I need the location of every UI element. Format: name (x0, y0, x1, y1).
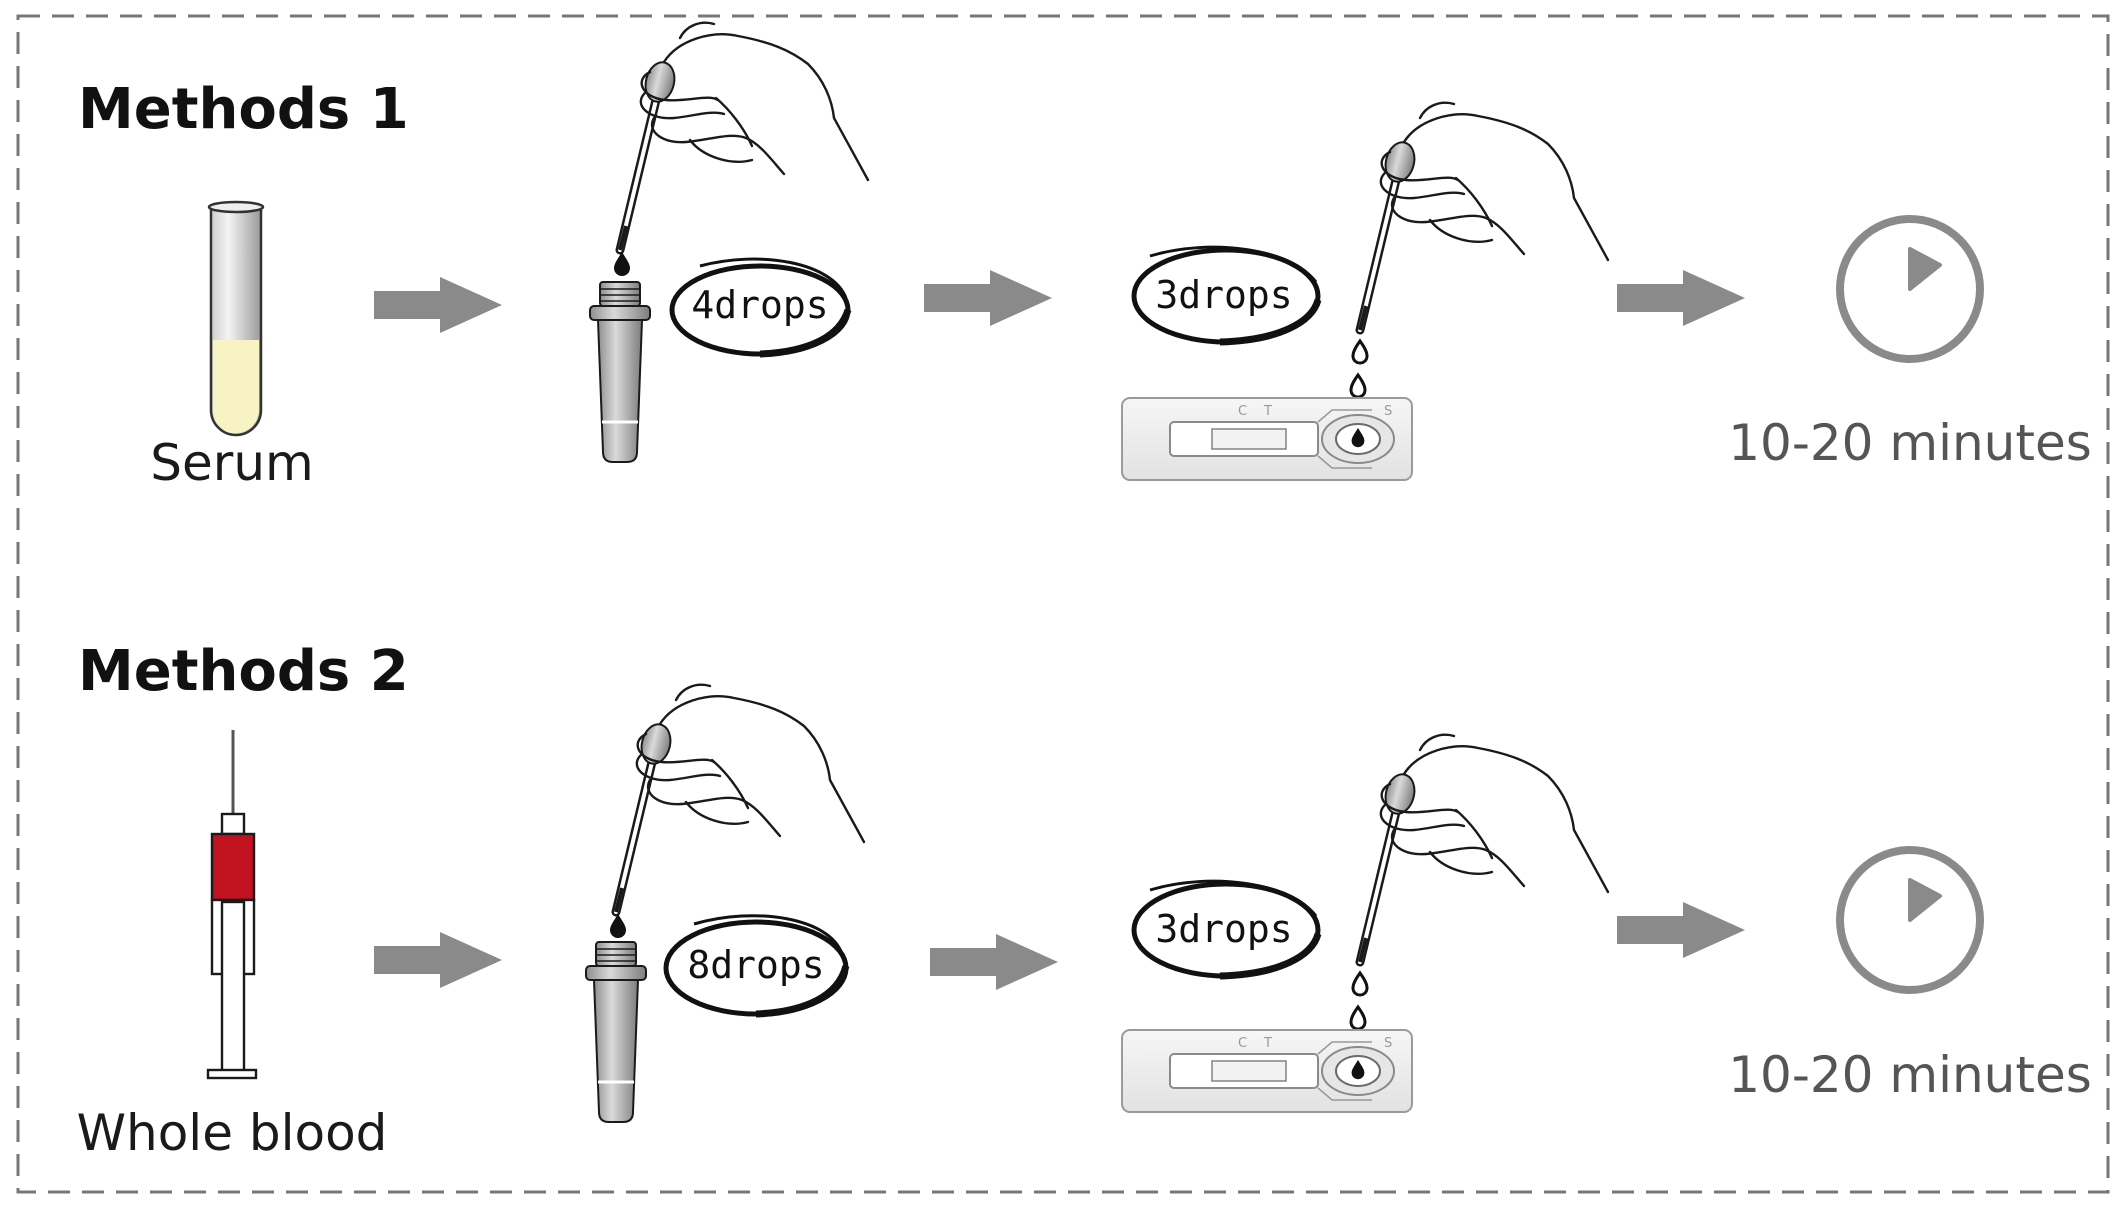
cassette-c-mark: C (1238, 1036, 1247, 1051)
drops-label: 4drops (691, 283, 828, 327)
cassette-t-mark: T (1263, 404, 1272, 419)
test-cassette-icon: C T S (1121, 1029, 1413, 1113)
method-1-heading: Methods 1 (78, 77, 409, 142)
dropper-hand-icon (1360, 735, 1608, 962)
dropper-hand-icon (620, 23, 868, 250)
cassette-s-mark: S (1384, 1036, 1392, 1051)
arrow-right-icon (374, 277, 502, 333)
method-2-row: Methods 2 Whole blood 8drops (77, 639, 2092, 1162)
timer-icon (1840, 850, 1980, 990)
cassette-s-mark: S (1384, 404, 1392, 419)
dropper-hand-icon (1360, 103, 1608, 330)
dashed-frame (16, 14, 2110, 1194)
drop-icon (610, 914, 626, 938)
sample-label-whole-blood: Whole blood (77, 1104, 388, 1162)
drop-icon (1349, 373, 1367, 399)
drops-badge-2: 3drops (1131, 245, 1322, 346)
buffer-tube-icon (588, 280, 652, 464)
method-1-row: Methods 1 Serum 4drops 3drops (78, 23, 2092, 492)
dropper-hand-icon (616, 685, 864, 912)
arrow-right-icon (374, 932, 502, 988)
drops-badge-3: 8drops (663, 914, 850, 1018)
drop-icon (1351, 339, 1369, 365)
arrow-right-icon (930, 934, 1058, 990)
buffer-tube-icon (584, 940, 648, 1124)
method-2-heading: Methods 2 (78, 639, 409, 704)
cassette-t-mark: T (1263, 1036, 1272, 1051)
cassette-c-mark: C (1238, 404, 1247, 419)
drops-label: 3drops (1155, 273, 1292, 317)
arrow-right-icon (1617, 902, 1745, 958)
test-tube-icon (207, 200, 265, 437)
time-label: 10-20 minutes (1728, 414, 2092, 472)
drops-badge-4: 3drops (1131, 879, 1322, 980)
test-cassette-icon: C T S (1121, 397, 1413, 481)
arrow-right-icon (924, 270, 1052, 326)
drop-icon (614, 252, 630, 276)
drops-label: 3drops (1155, 907, 1292, 951)
drops-badge-1: 4drops (669, 257, 852, 358)
timer-icon (1840, 219, 1980, 359)
syringe-icon (206, 730, 258, 1080)
drop-icon (1349, 1005, 1367, 1031)
sample-label-serum: Serum (150, 434, 313, 492)
time-label: 10-20 minutes (1728, 1046, 2092, 1104)
arrow-right-icon (1617, 270, 1745, 326)
drop-icon (1351, 971, 1369, 997)
drops-label: 8drops (687, 943, 824, 987)
